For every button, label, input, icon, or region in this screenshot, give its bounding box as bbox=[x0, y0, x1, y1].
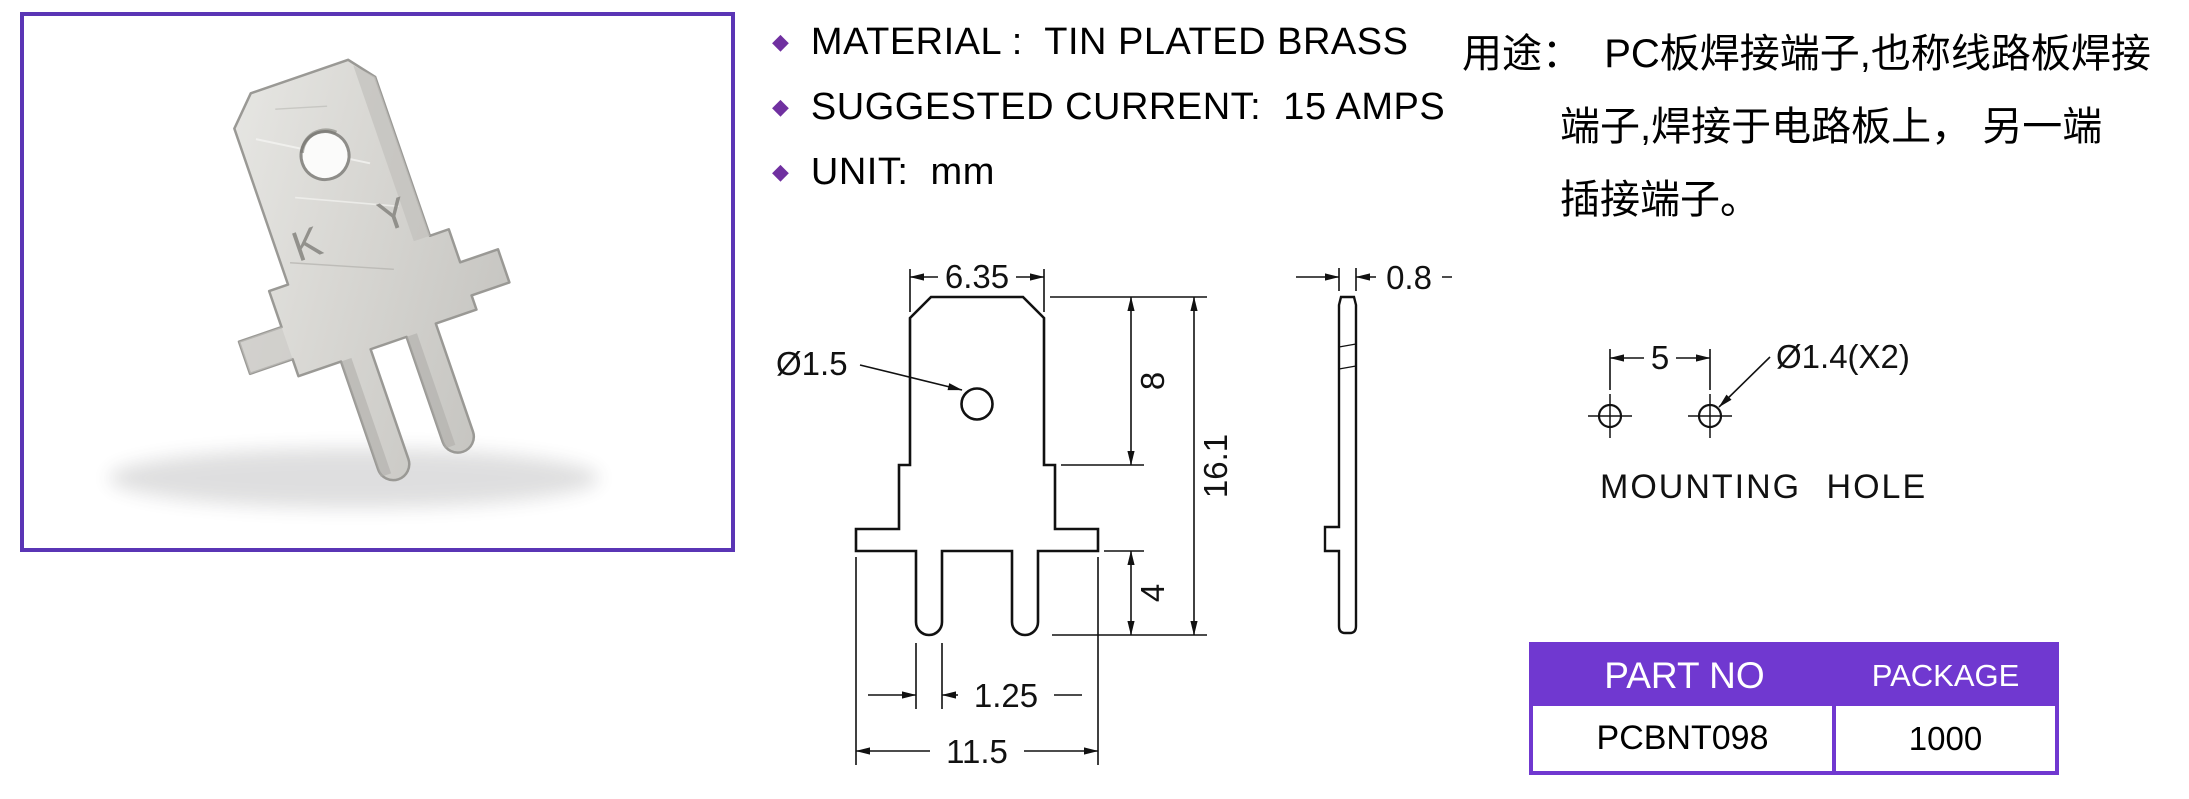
ext-lines-body-width bbox=[855, 557, 1099, 765]
product-photo-frame: K Y bbox=[20, 12, 735, 552]
part-table: PART NO PACKAGE PCBNT098 1000 bbox=[1529, 642, 2059, 775]
spec-list: ◆ MATERIAL : TIN PLATED BRASS ◆ SUGGESTE… bbox=[772, 20, 1445, 215]
spec-current-label: SUGGESTED CURRENT: 15 AMPS bbox=[810, 85, 1446, 128]
spec-material-label: MATERIAL : TIN PLATED BRASS bbox=[810, 20, 1409, 63]
terminal-edge-shade bbox=[353, 65, 430, 242]
front-part-outline bbox=[854, 295, 1100, 637]
dim-text-bg bbox=[1644, 341, 1676, 374]
dim-leg-length: 4 bbox=[1134, 584, 1171, 602]
side-bend-marks bbox=[1338, 343, 1357, 370]
cell-part-no: PCBNT098 bbox=[1533, 706, 1836, 771]
wing-shade-left bbox=[238, 327, 293, 374]
usage-line-2: 端子,焊接于电路板上， 另一端 bbox=[1560, 105, 2103, 149]
usage-line-1: 用途： PC板焊接端子,也称线路板焊接 bbox=[1462, 32, 2151, 76]
dim-thickness: 0.8 bbox=[1386, 259, 1432, 296]
leg-shade-left bbox=[341, 357, 392, 477]
dim-body-width: 11.5 bbox=[946, 733, 1008, 770]
usage-line-3: 插接端子。 bbox=[1560, 178, 1760, 222]
dim-text-bg bbox=[1376, 260, 1442, 294]
dim-text-bg bbox=[938, 260, 1016, 294]
header-part-no: PART NO bbox=[1604, 655, 1765, 696]
side-part-outline bbox=[1323, 295, 1358, 635]
part-table-header: PART NO PACKAGE bbox=[1533, 646, 2055, 706]
dim-tab-width: 6.35 bbox=[945, 258, 1009, 295]
mounting-hole-diagram: 5 Ø1.4(X2) MOUNTING HOLE bbox=[1588, 338, 1927, 506]
leg-shade-right bbox=[406, 333, 456, 449]
usage-note: 用途： PC板焊接端子,也称线路板焊接 端子,焊接于电路板上， 另一端 插接端子… bbox=[1462, 18, 2172, 237]
ext-lines-thickness bbox=[1338, 268, 1357, 291]
photo-shadow bbox=[109, 448, 599, 508]
dim-text-bg bbox=[930, 734, 1024, 768]
ext-lines-leg-width bbox=[915, 643, 943, 709]
ext-lines-heights bbox=[1050, 296, 1207, 636]
header-package: PACKAGE bbox=[1871, 658, 2020, 693]
dim-pitch: 5 bbox=[1651, 339, 1669, 376]
product-photo: K Y bbox=[109, 58, 599, 508]
dim-hole-diameter: Ø1.5 bbox=[776, 345, 848, 382]
dim-leg-width: 1.25 bbox=[974, 677, 1038, 714]
terminal-body bbox=[233, 58, 511, 482]
scratch-2 bbox=[295, 196, 399, 208]
front-hole bbox=[960, 387, 994, 421]
dim-total-height: 16.1 bbox=[1197, 434, 1234, 498]
leader-mounting-hole bbox=[1718, 356, 1771, 408]
dim-tab-height: 8 bbox=[1134, 372, 1171, 390]
scratch-3 bbox=[290, 262, 394, 271]
side-view-drawing: 0.8 bbox=[1296, 259, 1452, 635]
spec-item-material: ◆ MATERIAL : TIN PLATED BRASS bbox=[772, 20, 1445, 64]
spec-unit-label: UNIT: mm bbox=[810, 150, 995, 193]
cell-package: 1000 bbox=[1908, 719, 1983, 757]
table-row: PCBNT098 1000 bbox=[1533, 706, 2055, 771]
front-view-drawing: 6.35 Ø1.5 8 16.1 4 1.25 11.5 bbox=[776, 258, 1234, 770]
leader-hole bbox=[859, 364, 963, 391]
dim-text-bg bbox=[958, 678, 1054, 712]
spec-item-current: ◆ SUGGESTED CURRENT: 15 AMPS bbox=[772, 85, 1445, 129]
scratch-4 bbox=[275, 105, 328, 110]
diamond-bullet-icon: ◆ bbox=[772, 29, 789, 54]
diamond-bullet-icon: ◆ bbox=[772, 159, 789, 184]
mounting-hole-caption: MOUNTING HOLE bbox=[1600, 468, 1927, 506]
spec-item-unit: ◆ UNIT: mm bbox=[772, 150, 1445, 194]
diamond-bullet-icon: ◆ bbox=[772, 94, 789, 119]
hole-inner-shadow bbox=[299, 128, 338, 154]
center-marks bbox=[1588, 394, 1732, 438]
dim-mounting-hole-diameter: Ø1.4(X2) bbox=[1776, 338, 1910, 375]
